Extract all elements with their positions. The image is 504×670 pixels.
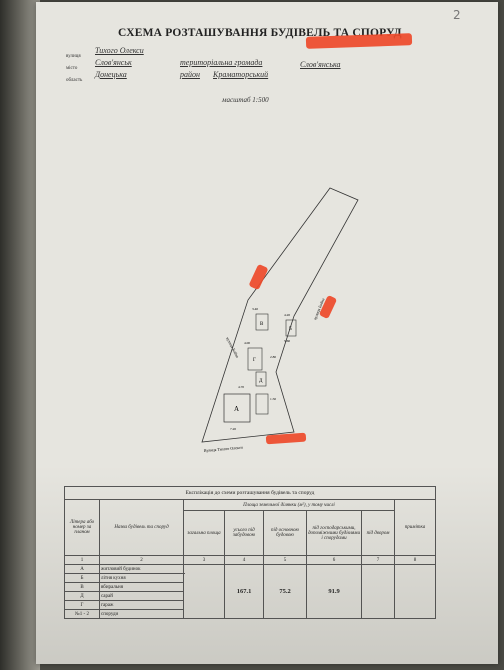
row-letter: В	[64, 582, 100, 592]
building-b	[285, 319, 297, 337]
dimension-label: 7.20	[230, 427, 236, 431]
row-letter: А	[64, 564, 100, 574]
header-note: примітка	[394, 499, 436, 556]
row-total	[183, 564, 225, 619]
header-main-building: під основною будовою	[263, 510, 307, 556]
building-letter-b: Б	[289, 327, 292, 332]
street-label-bottom: Вулиця Тихого Олекси	[204, 445, 244, 453]
row-outbuildings: 91.9	[306, 564, 362, 619]
dimension-label: 1.50	[270, 397, 276, 401]
table-row: А житловий будинок 167.1 75.2 91.9	[64, 564, 436, 619]
row-under-buildings: 167.1	[224, 564, 264, 619]
table-row: №1 - 2 споруди	[64, 609, 436, 619]
header-under-buildings: усього під забудовою	[224, 510, 264, 556]
address-label-region: область	[66, 78, 83, 83]
row-name: літня кухня	[99, 573, 184, 583]
dimension-label: 4.00	[244, 341, 250, 345]
column-number: 1	[64, 555, 100, 565]
dimension-label: 4.70	[238, 385, 244, 389]
street-label-left: вулиця Бойка	[225, 336, 240, 359]
row-name: сарай	[99, 591, 184, 601]
row-letter: Б	[64, 573, 100, 583]
address-street: Тихого Олекси	[95, 46, 144, 55]
address-district: Краматорський	[213, 70, 269, 79]
header-outbuildings: під господарськими, допоміжними будівлям…	[306, 510, 362, 556]
header-name: Назва будівель та споруд	[99, 499, 184, 556]
building-v	[255, 313, 269, 331]
binder-fold	[0, 0, 40, 670]
row-letter: Д	[64, 591, 100, 601]
building-a	[223, 393, 251, 423]
address-label-city: місто	[66, 66, 78, 71]
dimension-label: 4.20	[284, 313, 290, 317]
column-number: 8	[394, 555, 436, 565]
dimension-label: 3.40	[252, 307, 258, 311]
row-name: вбиральня	[99, 582, 184, 592]
column-number: 4	[224, 555, 264, 565]
row-name: споруди	[99, 609, 184, 619]
address-community: Слов'янська	[300, 60, 341, 69]
column-number: 3	[183, 555, 225, 565]
header-letter: Літера або номер за планом	[64, 499, 100, 556]
dimension-label: 2.80	[270, 355, 276, 359]
building-a-extension	[255, 393, 269, 415]
table-caption: Експлікація до схеми розташування будіве…	[64, 486, 436, 500]
plot-boundary	[201, 187, 359, 443]
row-name: житловий будинок	[99, 564, 184, 574]
building-letter-a: А	[234, 405, 239, 413]
row-letter: №1 - 2	[64, 609, 100, 619]
address-community-label: територіальна громада	[180, 58, 263, 67]
address-district-label: район	[180, 70, 200, 79]
building-letter-d: Д	[259, 379, 263, 384]
column-number: 6	[306, 555, 362, 565]
address-city: Слов'янськ	[95, 58, 132, 67]
row-yard	[361, 564, 395, 619]
address-label-street: вулиця	[66, 54, 81, 59]
column-number: 2	[99, 555, 184, 565]
explication-table: Експлікація до схеми розташування будіве…	[64, 486, 436, 619]
row-note	[394, 564, 436, 619]
building-g	[247, 347, 263, 371]
column-number: 5	[263, 555, 307, 565]
header-area-group: Площа земельної ділянки (м²), у тому чис…	[183, 499, 395, 511]
scale-label: масштаб 1:500	[222, 96, 269, 104]
row-name: гараж	[99, 600, 184, 610]
page-number: 2	[453, 8, 461, 22]
row-main-building: 75.2	[263, 564, 307, 619]
header-total: загальна площа	[183, 510, 225, 556]
address-region: Донецька	[95, 70, 127, 79]
building-letter-g: Г	[253, 358, 256, 363]
column-number: 7	[361, 555, 395, 565]
dimension-label: 5.60	[284, 339, 290, 343]
site-plan: В Б Г Д А 7.20 3.40 4.20 4.70 2.80 5.60 …	[201, 187, 359, 453]
row-letter: Г	[64, 600, 100, 610]
building-d	[255, 371, 267, 387]
building-letter-v: В	[260, 322, 264, 327]
header-yard: під двором	[361, 510, 395, 556]
